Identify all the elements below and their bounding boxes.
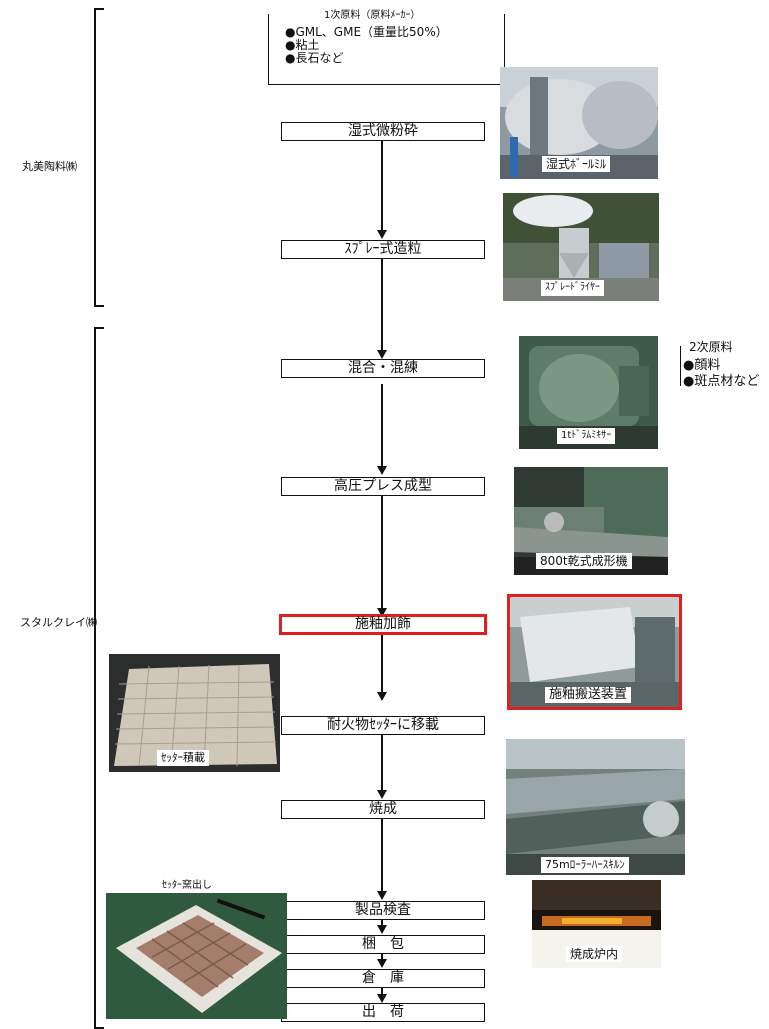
caption-drum-mixer: 1tﾄﾞﾗﾑﾐｷｻｰ (557, 428, 616, 444)
arrow-down-icon (377, 350, 387, 359)
company-bracket-maruyoshi (94, 8, 104, 307)
flow-line-2 (381, 258, 383, 350)
glazing-conveyor-image (510, 597, 679, 707)
step-firing: 焼成 (281, 800, 485, 819)
caption-furnace: 焼成炉内 (566, 946, 623, 962)
flow-line-5 (381, 634, 383, 694)
roller-kiln-image (506, 739, 685, 875)
flow-line-10 (381, 986, 383, 995)
arrow-down-icon (377, 891, 387, 900)
caption-spray-dryer: ｽﾌﾟﾚｰﾄﾞﾗｲﾔｰ (541, 280, 604, 296)
step-press-forming: 高圧プレス成型 (281, 477, 485, 496)
arrow-down-icon (377, 692, 387, 701)
drum-mixer-image (519, 336, 658, 449)
flow-line-9 (381, 953, 383, 961)
company-label-maruyoshi: 丸美陶料㈱ (22, 160, 77, 173)
ball-mill-image (500, 67, 658, 179)
arrow-down-icon (377, 230, 387, 239)
flow-line-1 (381, 140, 383, 230)
flow-line-6 (381, 734, 383, 790)
company-bracket-starclay (94, 327, 104, 1029)
caption-setter-loading: ｾｯﾀｰ積載 (157, 750, 209, 766)
raw1-item-2: ●粘土 (285, 38, 320, 52)
raw2-title: 2次原料 (686, 338, 736, 355)
step-packing: 梱 包 (281, 935, 485, 954)
step-inspection: 製品検査 (281, 901, 485, 920)
arrow-down-icon (377, 466, 387, 475)
photo-furnace: 焼成炉内 (532, 880, 661, 968)
raw1-item-3: ●長石など (285, 51, 344, 65)
flow-line-3 (381, 384, 383, 468)
step-shipping: 出 荷 (281, 1003, 485, 1022)
raw1-item-1: ●GML、GME（重量比50%） (285, 25, 448, 39)
step-spray-granulation: ｽﾌﾟﾚｰ式造粒 (281, 240, 485, 259)
photo-setter-out (106, 893, 287, 1019)
photo-setter-loading: ｾｯﾀｰ積載 (109, 654, 280, 772)
step-glazing: 施釉加飾 (279, 614, 487, 635)
raw2-item-1: ●顔料 (683, 358, 721, 373)
flow-line-4 (381, 496, 383, 609)
arrow-down-icon (377, 994, 387, 1003)
caption-glazing-conveyor: 施釉搬送装置 (545, 687, 632, 703)
raw1-title: 1次原料（原料ﾒｰｶｰ） (321, 6, 424, 21)
raw2-box: 2次原料 ●顔料 ●斑点材など (680, 338, 769, 389)
step-wet-grinding: 湿式微粉砕 (281, 122, 485, 141)
caption-press: 800t乾式成形機 (536, 553, 632, 569)
step-mixing: 混合・混練 (281, 359, 485, 378)
raw2-item-2: ●斑点材など (683, 374, 760, 389)
photo-glazing-conveyor: 施釉搬送装置 (507, 594, 682, 710)
arrow-down-icon (377, 790, 387, 799)
flow-line-7 (381, 818, 383, 892)
caption-roller-kiln: 75mﾛｰﾗｰﾊｰｽｷﾙﾝ (541, 857, 629, 873)
spray-dryer-image (503, 193, 659, 301)
raw1-box: 1次原料（原料ﾒｰｶｰ） ●GML、GME（重量比50%） ●粘土 ●長石など (268, 6, 505, 85)
setter-out-image (106, 893, 287, 1019)
arrow-down-icon (377, 608, 387, 617)
photo-press: 800t乾式成形機 (514, 467, 668, 575)
arrow-down-icon (377, 925, 387, 934)
step-setter-transfer: 耐火物ｾｯﾀｰに移載 (281, 716, 485, 735)
photo-roller-kiln: 75mﾛｰﾗｰﾊｰｽｷﾙﾝ (506, 739, 685, 875)
caption-ball-mill: 湿式ﾎﾞｰﾙﾐﾙ (542, 156, 611, 172)
arrow-down-icon (377, 959, 387, 968)
photo-spray-dryer: ｽﾌﾟﾚｰﾄﾞﾗｲﾔｰ (503, 193, 659, 301)
step-warehouse: 倉 庫 (281, 969, 485, 988)
photo-drum-mixer: 1tﾄﾞﾗﾑﾐｷｻｰ (519, 336, 658, 449)
caption-setter-out: ｾｯﾀｰ窯出し (162, 880, 212, 891)
company-label-starclay: スタルクレイ㈱ (20, 616, 97, 629)
flow-line-8 (381, 919, 383, 927)
photo-ball-mill: 湿式ﾎﾞｰﾙﾐﾙ (500, 67, 658, 179)
